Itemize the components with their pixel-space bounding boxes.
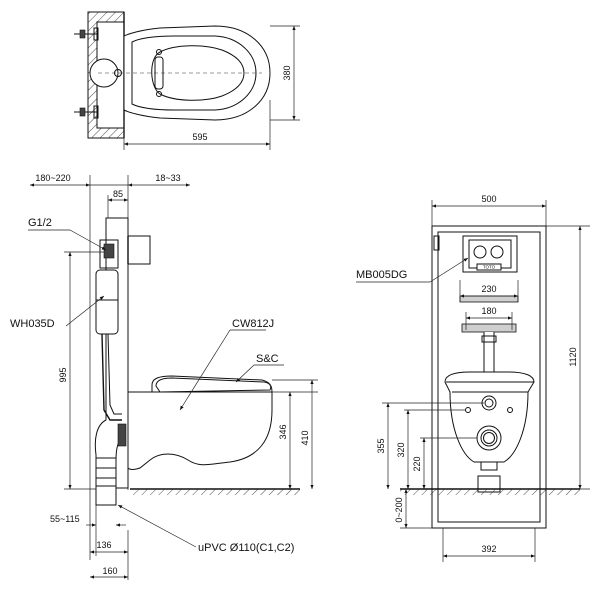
front-dim-1120: 1120 (568, 347, 578, 366)
side-dim-160: 160 (102, 566, 117, 576)
front-flush-button-small (473, 245, 487, 259)
front-dim-180: 180 (481, 306, 496, 316)
front-dim-320: 320 (396, 442, 406, 457)
front-dim-0-200: 0~200 (394, 497, 404, 522)
side-flush-button (127, 235, 151, 265)
top-dim-width: 595 (192, 132, 207, 142)
top-view: 380 595 (74, 11, 300, 150)
label-upvc: uPVC Ø110(C1,C2) (198, 542, 294, 554)
side-dim-346: 346 (278, 424, 288, 439)
front-flush-button-large (490, 245, 504, 259)
side-seat (155, 377, 272, 393)
side-toilet-bowl (127, 375, 273, 470)
side-view: 180~220 18~33 85 G1/2 WH035 (10, 173, 318, 580)
front-dim-230: 230 (481, 284, 496, 294)
side-dim-136: 136 (96, 540, 111, 550)
front-view: 500 1120 TOTO 230 180 (356, 194, 590, 562)
front-dim-220: 220 (412, 456, 422, 471)
label-g12: G1/2 (28, 217, 52, 229)
side-dim-85: 85 (113, 189, 123, 199)
side-dim-55-115: 55~115 (50, 514, 80, 524)
side-dim-410: 410 (300, 430, 310, 445)
top-anchor-bolts (74, 27, 99, 119)
front-supply-pipe (483, 332, 495, 373)
label-sc: S&C (256, 353, 279, 365)
label-mb005dg: MB005DG (356, 269, 407, 281)
top-drain-pipe (89, 58, 119, 88)
side-dim-front-range: 18~33 (155, 173, 180, 183)
front-dim-500: 500 (481, 194, 496, 204)
top-dim-depth: 380 (282, 65, 292, 80)
side-flush-pipe (101, 333, 122, 421)
label-cw812j: CW812J (232, 318, 274, 330)
side-cistern (95, 269, 119, 335)
front-dim-355: 355 (376, 438, 386, 453)
side-dim-wall-range: 180~220 (35, 173, 70, 183)
label-wh035d: WH035D (10, 318, 55, 330)
side-dim-995: 995 (58, 367, 68, 382)
front-dim-392: 392 (481, 544, 496, 554)
badge-toto: TOTO (483, 265, 496, 270)
